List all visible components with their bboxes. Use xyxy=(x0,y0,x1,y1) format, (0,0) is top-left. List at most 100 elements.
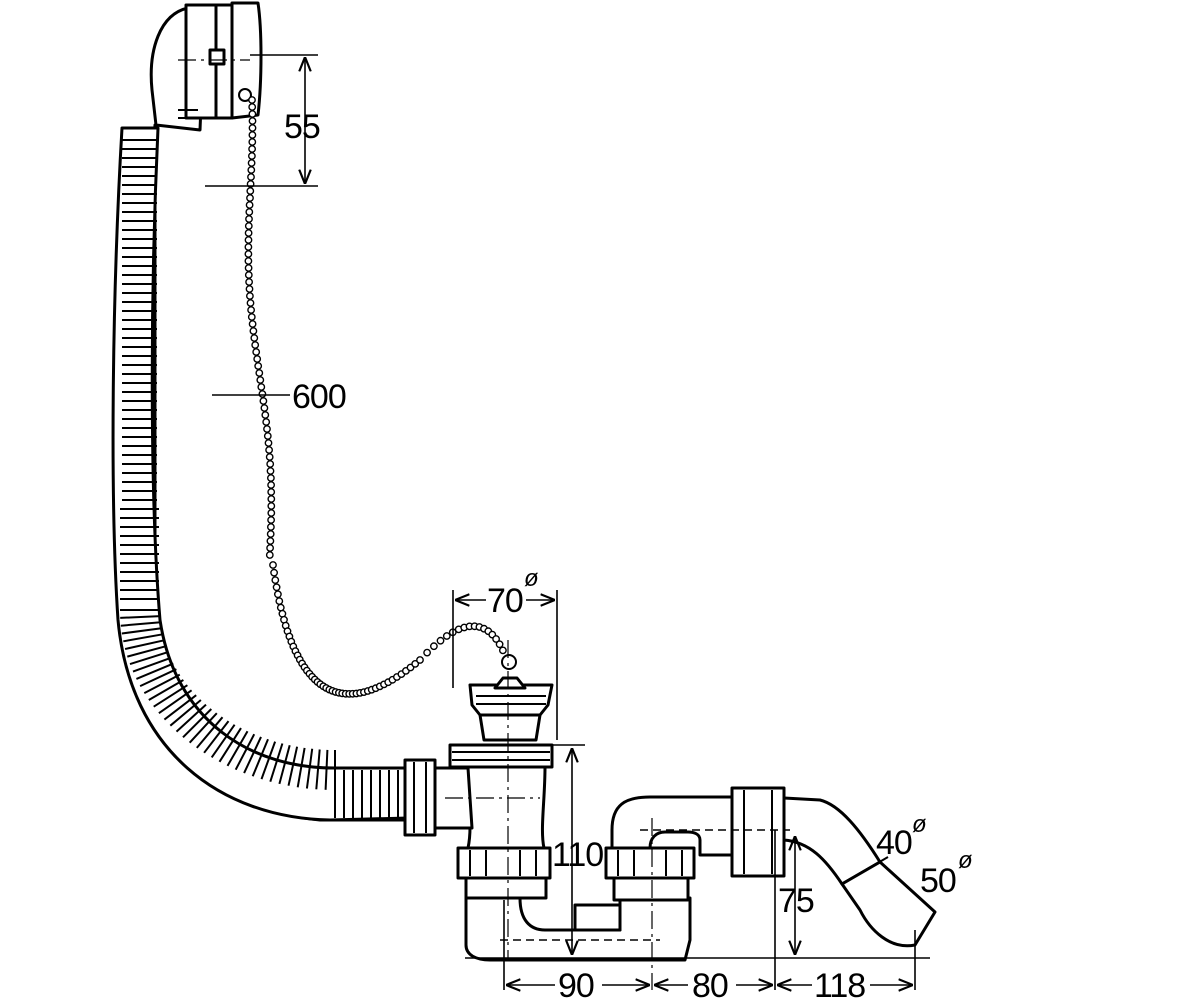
chain-bead xyxy=(271,576,280,584)
dim-outlet-outer-symbol: ø xyxy=(958,847,973,874)
chain-bead xyxy=(248,320,257,328)
outlet-elbow xyxy=(730,786,937,948)
dim-length-c: 118 xyxy=(814,967,865,1000)
chain-bead xyxy=(267,481,275,489)
chain-bead xyxy=(248,138,257,146)
chain-bead xyxy=(245,208,254,216)
chain-bead xyxy=(244,264,253,272)
chain-bead xyxy=(267,509,276,517)
chain-bead xyxy=(263,425,271,433)
chain-bead xyxy=(254,362,263,370)
chain-bead xyxy=(276,603,285,612)
chain-bead xyxy=(246,194,254,202)
chain-bead xyxy=(266,467,275,475)
chain-bead xyxy=(266,544,274,552)
chain-bead xyxy=(247,306,256,314)
chain-bead xyxy=(267,488,276,496)
chain-bead xyxy=(244,257,253,265)
chain-bead xyxy=(266,530,275,538)
chain-bead xyxy=(266,537,275,545)
chain-bead xyxy=(270,568,278,577)
chain-bead xyxy=(244,243,253,251)
chain-bead xyxy=(250,334,259,342)
chain-bead xyxy=(253,355,262,363)
corrugated-hose xyxy=(111,123,412,822)
chain-bead xyxy=(261,411,270,419)
chain-bead xyxy=(266,523,275,531)
dim-trap-height: 110 xyxy=(552,836,603,874)
chain-bead xyxy=(265,453,274,461)
chain-bead xyxy=(259,397,268,405)
dim-outlet-inner-diameter: 40 xyxy=(876,824,912,862)
chain-bead xyxy=(244,229,253,237)
chain-bead xyxy=(272,583,281,592)
chain-bead xyxy=(257,383,266,391)
chain-bead xyxy=(246,299,255,307)
overflow-head xyxy=(149,1,263,132)
chain-bead xyxy=(252,348,261,356)
chain-bead xyxy=(248,117,257,125)
construction-lines xyxy=(178,59,790,990)
chain-bead xyxy=(248,110,257,118)
chain-bead xyxy=(246,187,255,195)
chain-bead xyxy=(247,166,256,174)
chain-bead xyxy=(245,215,253,223)
waste-body xyxy=(403,743,554,900)
chain-bead xyxy=(416,656,424,664)
chain-bead xyxy=(267,502,276,510)
chain-bead xyxy=(248,131,257,139)
dim-outlet-inner-symbol: ø xyxy=(912,811,927,838)
dimension-lines xyxy=(205,54,930,990)
chain-bead xyxy=(495,640,504,649)
chain-bead xyxy=(248,103,257,111)
chain-bead xyxy=(245,201,254,209)
chain-bead xyxy=(265,446,273,454)
chain-bead xyxy=(247,173,255,181)
chain-bead xyxy=(267,516,275,524)
chain-bead xyxy=(244,250,253,258)
chain-bead xyxy=(244,236,253,244)
chain-bead xyxy=(255,369,264,377)
chain-bead xyxy=(423,648,431,657)
dim-length-b: 80 xyxy=(692,967,728,1000)
dim-outlet-outer-diameter: 50 xyxy=(920,862,956,900)
dim-length-a: 90 xyxy=(558,967,594,1000)
bead-chain xyxy=(244,96,507,698)
dim-outlet-height: 75 xyxy=(778,882,814,920)
chain-bead xyxy=(244,271,253,279)
chain-bead xyxy=(245,278,254,286)
chain-bead xyxy=(263,432,272,440)
dim-plug-diameter-symbol: ø xyxy=(524,565,539,592)
dim-cable-length: 600 xyxy=(292,378,346,416)
chain-bead xyxy=(248,145,257,153)
chain-bead xyxy=(248,96,256,104)
chain-bead xyxy=(248,124,257,132)
chain-bead xyxy=(251,341,260,349)
chain-bead xyxy=(256,376,265,384)
hose-ribs xyxy=(120,139,399,818)
chain-bead xyxy=(247,152,256,160)
chain-bead xyxy=(265,551,274,559)
chain-bead xyxy=(245,285,254,293)
chain-bead xyxy=(258,390,267,398)
chain-bead xyxy=(247,159,256,167)
chain-bead xyxy=(245,292,254,300)
chain-bead xyxy=(275,597,284,605)
chain-bead xyxy=(436,636,445,645)
chain-bead xyxy=(429,642,438,651)
chain-bead xyxy=(247,313,256,321)
chain-bead xyxy=(264,439,273,447)
chain-bead xyxy=(442,632,451,640)
chain-bead xyxy=(267,495,276,503)
chain-bead xyxy=(492,635,500,643)
trap-bend xyxy=(464,795,737,962)
chain-bead xyxy=(244,222,253,230)
chain-bead xyxy=(411,660,420,668)
chain-bead xyxy=(266,474,275,482)
chain-bead xyxy=(498,646,507,655)
chain-bead xyxy=(262,418,271,426)
dim-overflow-height: 55 xyxy=(284,108,320,146)
plug xyxy=(468,654,554,742)
dimension-labels: 55 600 70 ø 110 75 40 ø 50 ø 90 80 118 xyxy=(284,108,973,1000)
